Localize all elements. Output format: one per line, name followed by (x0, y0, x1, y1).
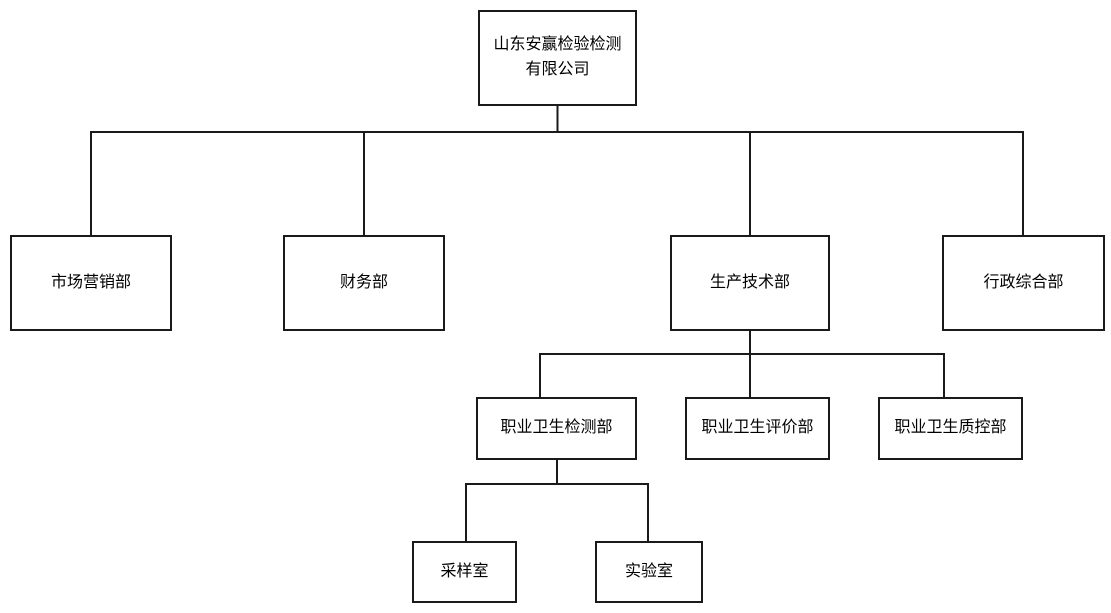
org-node-finance-dept: 财务部 (283, 235, 445, 331)
org-node-occupational-health-evaluation-dept-label: 职业卫生评价部 (701, 419, 814, 437)
org-node-admin-general-dept: 行政综合部 (942, 235, 1105, 331)
org-node-company-label: 山东安赢检验检测有限公司 (493, 36, 622, 78)
org-node-finance-dept-label: 财务部 (339, 273, 388, 291)
org-node-admin-general-dept-label: 行政综合部 (983, 273, 1064, 291)
org-node-sampling-room-label: 采样室 (440, 562, 489, 580)
org-node-company: 山东安赢检验检测有限公司 (478, 10, 637, 106)
org-node-sampling-room: 采样室 (412, 541, 517, 603)
org-node-occupational-health-quality-control-dept: 职业卫生质控部 (878, 397, 1023, 460)
org-node-marketing-dept: 市场营销部 (10, 235, 172, 331)
org-node-occupational-health-testing-dept-label: 职业卫生检测部 (500, 419, 613, 437)
org-node-occupational-health-testing-dept: 职业卫生检测部 (476, 397, 637, 460)
org-node-production-tech-dept: 生产技术部 (670, 235, 830, 331)
org-node-occupational-health-evaluation-dept: 职业卫生评价部 (685, 397, 830, 460)
org-node-occupational-health-quality-control-dept-label: 职业卫生质控部 (894, 419, 1007, 437)
org-node-laboratory-label: 实验室 (624, 562, 673, 580)
org-node-marketing-dept-label: 市场营销部 (50, 273, 131, 291)
org-node-production-tech-dept-label: 生产技术部 (709, 273, 790, 291)
org-node-laboratory: 实验室 (595, 541, 703, 603)
connector-path (90, 106, 1024, 541)
